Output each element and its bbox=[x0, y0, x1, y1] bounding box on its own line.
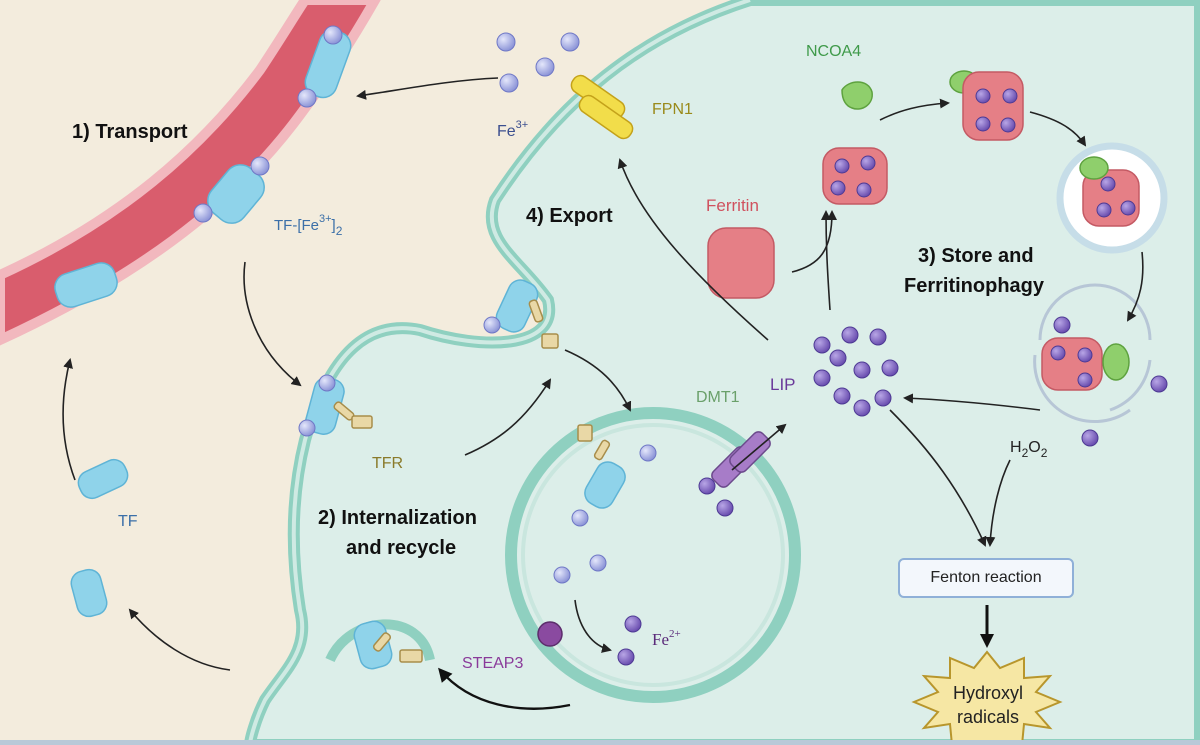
fe3-iron-particles bbox=[193, 25, 657, 584]
tfr-label: TFR bbox=[372, 456, 403, 472]
blood-vessel bbox=[0, 0, 381, 346]
store-line1: 3) Store and bbox=[918, 245, 1034, 267]
fpn1-label: FPN1 bbox=[652, 102, 693, 118]
recycle-label: and recycle bbox=[346, 538, 456, 558]
dmt1-text: DMT1 bbox=[696, 389, 740, 406]
fe3-label: Fe3+ bbox=[497, 120, 528, 140]
fe3-sup: 3+ bbox=[515, 119, 529, 131]
recycle-arrow bbox=[438, 667, 571, 710]
tf-complex-sub: 2 bbox=[335, 224, 343, 238]
tfr-receptors bbox=[333, 299, 611, 663]
degrading-lysosome bbox=[1033, 283, 1152, 424]
transport-text: 1) Transport bbox=[72, 121, 188, 143]
steap3-enzyme bbox=[537, 621, 563, 647]
internalization-line2: and recycle bbox=[346, 537, 457, 559]
hydroxyl-radicals-starburst bbox=[911, 650, 1063, 745]
export-text: 4) Export bbox=[526, 205, 613, 227]
tf-complex-label: TF-[Fe3+]2 bbox=[274, 214, 342, 238]
tf-complex-base: TF-[Fe bbox=[274, 217, 319, 234]
export-label: 4) Export bbox=[526, 206, 613, 226]
pathway-arrows bbox=[62, 77, 1144, 671]
tf-complex-sup: 3+ bbox=[319, 213, 332, 225]
h2o2-sub2: 2 bbox=[1040, 446, 1048, 460]
fenton-reaction-text: Fenton reaction bbox=[930, 569, 1042, 586]
ferritin-label: Ferritin bbox=[706, 197, 759, 214]
tf-label: TF bbox=[118, 514, 138, 530]
transport-label: 1) Transport bbox=[72, 122, 188, 142]
fe2-sup: 2+ bbox=[669, 628, 681, 640]
h2o2-label: H2O2 bbox=[1010, 439, 1047, 460]
h2o2-h: H bbox=[1010, 439, 1022, 456]
lip-label: LIP bbox=[770, 376, 796, 393]
ferritinophagy-label: Ferritinophagy bbox=[904, 276, 1044, 296]
fe3-base: Fe bbox=[497, 123, 516, 140]
internalization-label: 2) Internalization bbox=[318, 508, 477, 528]
hydroxyl-line1: Hydroxyl bbox=[952, 683, 1023, 703]
tfr-text: TFR bbox=[372, 455, 404, 472]
store-line2: Ferritinophagy bbox=[904, 275, 1045, 297]
fpn1-text: FPN1 bbox=[652, 101, 693, 118]
h2o2-sub1: 2 bbox=[1021, 446, 1029, 460]
fenton-reaction-box: Fenton reaction bbox=[898, 558, 1074, 598]
ncoa4-text: NCOA4 bbox=[806, 43, 862, 60]
ferritin-text: Ferritin bbox=[706, 196, 759, 215]
steap3-label: STEAP3 bbox=[462, 656, 523, 672]
fe2-base: Fe bbox=[652, 630, 669, 649]
fpn1-channel bbox=[570, 74, 634, 140]
tf-complex-close: ] bbox=[331, 217, 336, 234]
h2o2-o: O bbox=[1028, 439, 1041, 456]
store-label: 3) Store and bbox=[918, 246, 1034, 266]
hydroxyl-line2: radicals bbox=[956, 707, 1020, 727]
ncoa4-label: NCOA4 bbox=[806, 44, 861, 60]
tf-text: TF bbox=[118, 513, 138, 530]
fe2-label: Fe2+ bbox=[652, 628, 681, 649]
dmt1-label: DMT1 bbox=[696, 390, 740, 406]
fe2-iron-particles bbox=[617, 316, 1168, 666]
transferrin-group bbox=[54, 29, 626, 670]
dmt1-channel bbox=[711, 431, 771, 488]
radicals-label: radicals bbox=[952, 708, 1024, 726]
lip-text: LIP bbox=[770, 375, 796, 394]
internalization-line1: 2) Internalization bbox=[318, 507, 477, 529]
hydroxyl-label: Hydroxyl bbox=[950, 684, 1026, 702]
steap3-text: STEAP3 bbox=[462, 655, 524, 672]
